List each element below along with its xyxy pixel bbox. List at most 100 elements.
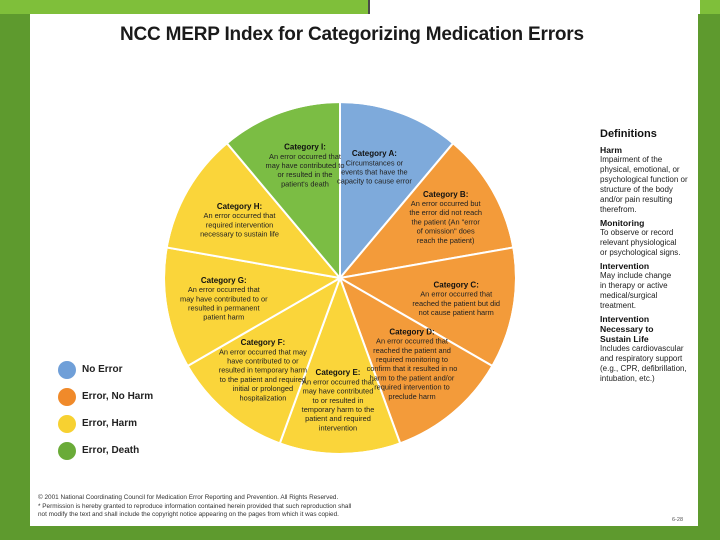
legend-label: Error, Harm bbox=[82, 418, 138, 429]
legend-label: Error, No Harm bbox=[82, 391, 154, 402]
segment-description-line: reached the patient but did bbox=[412, 299, 500, 308]
definition-description-line: therefrom. bbox=[600, 205, 637, 214]
segment-description-line: confirm that it resulted in no bbox=[367, 364, 458, 373]
legend: No Error Error, No Harm Error, Harm Erro… bbox=[58, 356, 168, 464]
legend-item-error-harm: Error, Harm bbox=[58, 410, 168, 437]
copyright-notice: © 2001 National Coordinating Council for… bbox=[38, 494, 339, 501]
definition-description-line: May include change bbox=[600, 271, 672, 280]
segment-description-line: An error occurred that bbox=[420, 290, 492, 299]
segment-description-line: initial or prolonged bbox=[233, 384, 293, 393]
definition-term-line: Intervention bbox=[600, 261, 650, 271]
definition-description-line: and/or pain resulting bbox=[600, 195, 673, 204]
definitions-title: Definitions bbox=[600, 128, 657, 140]
definition-term: Intervention bbox=[600, 261, 696, 271]
segment-description-line: to the patient and required bbox=[220, 375, 306, 384]
segment-description-line: An error occurred that bbox=[302, 377, 374, 386]
segment-description-line: reach the patient) bbox=[417, 236, 475, 245]
definition-term-line: Necessary to bbox=[600, 324, 654, 334]
definition-description-line: structure of the body bbox=[600, 185, 673, 194]
segment-description-line: An error occurred that bbox=[269, 152, 341, 161]
segment-description-line: An error occurred that may bbox=[219, 347, 307, 356]
segment-description-line: the error did not reach bbox=[409, 208, 482, 217]
segment-description-line: events that have the bbox=[341, 168, 408, 177]
segment-heading: Category C: bbox=[434, 281, 479, 290]
legend-swatch bbox=[58, 441, 76, 460]
legend-item-no-error: No Error bbox=[58, 356, 168, 383]
segment-heading: Category I: bbox=[284, 143, 326, 152]
definition-description-line: To observe or record bbox=[600, 228, 674, 237]
legend-label: No Error bbox=[82, 364, 123, 375]
segment-description-line: may have contributed to or bbox=[180, 294, 268, 303]
definition-description-line: intubation, etc.) bbox=[600, 374, 655, 383]
wheel-outline bbox=[163, 101, 517, 455]
segment-description-line: may have contributed to bbox=[266, 161, 345, 170]
segment-description-line: may have contributed bbox=[303, 387, 374, 396]
segment-description-line: necessary to sustain life bbox=[200, 230, 279, 239]
definition-term-line: Monitoring bbox=[600, 218, 645, 228]
definition-term-line: Harm bbox=[600, 145, 622, 155]
segment-description-line: capacity to cause error bbox=[337, 177, 412, 186]
segment-description-line: resulted in permanent bbox=[188, 304, 259, 313]
definition-description-line: or psychological signs. bbox=[600, 248, 681, 257]
segment-description-line: An error occurred but bbox=[411, 199, 481, 208]
footer: © 2001 National Coordinating Council for… bbox=[38, 494, 638, 520]
segment-description-line: intervention bbox=[319, 423, 357, 432]
segment-description-line: hospitalization bbox=[239, 393, 286, 402]
definition-description-line: Impairment of the bbox=[600, 155, 663, 164]
segment-description-line: Circumstances or bbox=[346, 158, 404, 167]
definition-term-line: Sustain Life bbox=[600, 334, 649, 344]
segment-description-line: reached the patient and bbox=[373, 346, 451, 355]
definition-term: Monitoring bbox=[600, 218, 696, 228]
segment-description-line: of omission" does bbox=[417, 227, 475, 236]
segment-description-line: An error occurred that bbox=[376, 337, 448, 346]
permission-notice-line-1: * Permission is hereby granted to reprod… bbox=[38, 502, 352, 510]
segment-heading: Category F: bbox=[241, 338, 285, 347]
segment-description-line: patient and required bbox=[305, 414, 371, 423]
definition-description-line: and respiratory support bbox=[600, 354, 683, 363]
segment-description-line: patient harm bbox=[203, 313, 244, 322]
segment-description-line: or resulted in the bbox=[277, 170, 332, 179]
definition-description-line: physical, emotional, or bbox=[600, 165, 680, 174]
segment-description-line: have contributed to or bbox=[227, 357, 299, 366]
legend-swatch bbox=[58, 360, 76, 379]
segment-heading: Category E: bbox=[316, 368, 361, 377]
page-number: 6-28 bbox=[672, 517, 684, 523]
segment-description-line: required intervention bbox=[206, 220, 273, 229]
segment-description-line: to or resulted in bbox=[313, 396, 364, 405]
legend-swatch bbox=[58, 387, 76, 406]
definition-description-line: (e.g., CPR, defibrillation, bbox=[600, 364, 687, 373]
legend-item-error-no-harm: Error, No Harm bbox=[58, 383, 168, 410]
segment-description-line: the patient (An "error bbox=[412, 217, 481, 226]
segment-description-line: patient's death bbox=[281, 179, 329, 188]
segment-description-line: temporary harm to the bbox=[302, 405, 375, 414]
segment-heading: Category A: bbox=[352, 149, 397, 158]
segment-heading: Category G: bbox=[201, 276, 247, 285]
legend-label: Error, Death bbox=[82, 445, 140, 456]
segment-description-line: required intervention to bbox=[374, 383, 450, 392]
definition-term-line: Intervention bbox=[600, 314, 650, 324]
legend-swatch bbox=[58, 414, 76, 433]
segment-description-line: An error occurred that bbox=[204, 211, 276, 220]
page-title: NCC MERP Index for Categorizing Medicati… bbox=[120, 24, 584, 45]
segment-heading: Category B: bbox=[423, 190, 468, 199]
segment-description-line: An error occurred that bbox=[188, 285, 260, 294]
definition-description-line: relevant physiological bbox=[600, 238, 677, 247]
definition-term: Harm bbox=[600, 145, 696, 155]
segment-heading: Category D: bbox=[389, 327, 434, 336]
legend-item-error-death: Error, Death bbox=[58, 437, 168, 464]
definition-description-line: treatment. bbox=[600, 301, 637, 310]
segment-description-line: not cause patient harm bbox=[419, 308, 494, 317]
definition-description-line: Includes cardiovascular bbox=[600, 344, 684, 353]
definition-description-line: in therapy or active bbox=[600, 281, 668, 290]
permission-notice-line-2: not modify the text and shall include th… bbox=[38, 511, 339, 518]
definition-description-line: medical/surgical bbox=[600, 291, 658, 300]
segment-description-line: preclude harm bbox=[388, 392, 435, 401]
